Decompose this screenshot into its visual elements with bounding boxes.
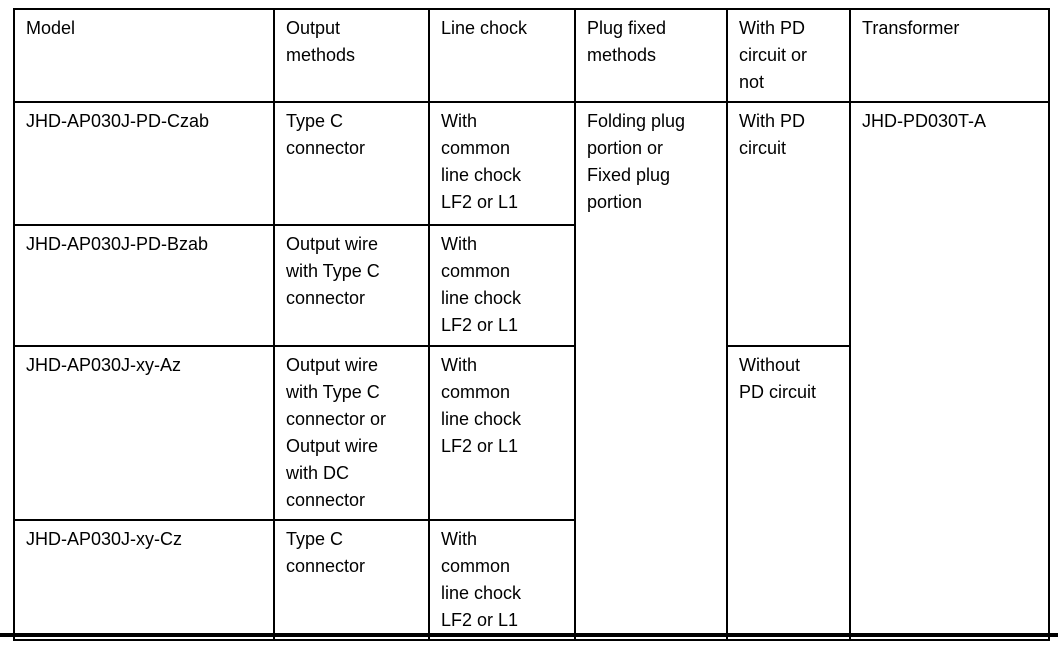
cell-output-1: Type C connector: [273, 101, 430, 226]
header-model: Model: [13, 8, 275, 103]
cell-output-2: Output wire with Type C connector: [273, 224, 430, 347]
table-row: JHD-AP030J-xy-Cz Type C connector With c…: [13, 519, 1049, 641]
header-line-chock: Line chock: [428, 8, 576, 103]
cell-chock-1: With common line chock LF2 or L1: [428, 101, 576, 226]
header-plug-fixed-methods: Plug fixed methods: [574, 8, 728, 103]
cell-model-2: JHD-AP030J-PD-Bzab: [13, 224, 275, 347]
cell-chock-3: With common line chock LF2 or L1: [428, 345, 576, 521]
header-output-methods: Output methods: [273, 8, 430, 103]
header-pd-circuit: With PD circuit or not: [726, 8, 851, 103]
table-row: JHD-AP030J-PD-Czab Type C connector With…: [13, 101, 1050, 641]
table-row: JHD-AP030J-PD-Bzab Output wire with Type…: [13, 224, 1049, 347]
cell-pd-with-merged: With PD circuit: [726, 101, 851, 347]
cell-model-4: JHD-AP030J-xy-Cz: [13, 519, 275, 641]
cell-model-1: JHD-AP030J-PD-Czab: [13, 101, 275, 226]
header-transformer: Transformer: [849, 8, 1050, 103]
table-row: JHD-AP030J-xy-Az Output wire with Type C…: [13, 345, 1049, 641]
table-header-row: Model Output methods Line chock Plug fix…: [13, 8, 1050, 103]
cell-output-4: Type C connector: [273, 519, 430, 641]
cell-output-3: Output wire with Type C connector or Out…: [273, 345, 430, 521]
page-bottom-rule: [0, 633, 1058, 637]
cell-transformer-merged: JHD-PD030T-A: [849, 101, 1050, 641]
cell-plug-fixed-merged: Folding plug portion or Fixed plug porti…: [574, 101, 728, 641]
cell-chock-4: With common line chock LF2 or L1: [428, 519, 576, 641]
cell-chock-2: With common line chock LF2 or L1: [428, 224, 576, 347]
cell-pd-without-merged: Without PD circuit: [726, 345, 851, 641]
cell-model-3: JHD-AP030J-xy-Az: [13, 345, 275, 521]
product-spec-table: Model Output methods Line chock Plug fix…: [13, 8, 1050, 641]
